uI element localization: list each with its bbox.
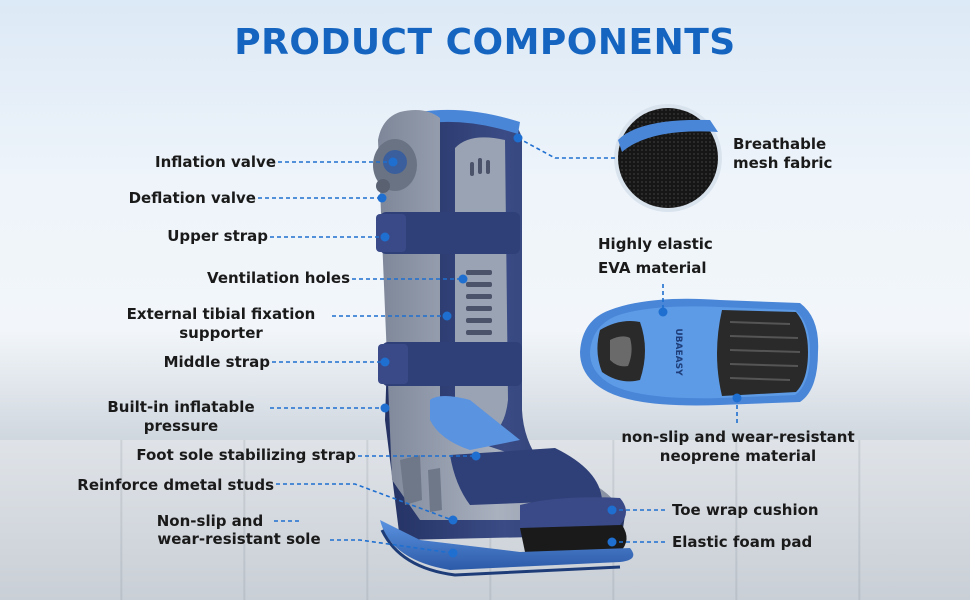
label-mesh-line2: mesh fabric <box>733 154 833 172</box>
foam-pad <box>520 525 627 552</box>
leader-lines <box>258 137 738 554</box>
label-mesh-line1: Breathable <box>733 135 827 153</box>
ventilation-slots <box>466 158 492 335</box>
label-neoprene-line2: neoprene material <box>659 447 817 465</box>
page-title: PRODUCT COMPONENTS <box>234 22 736 63</box>
label-neoprene-line1: non-slip and wear-resistant <box>621 428 855 446</box>
label-upper-strap: Upper strap <box>167 227 268 245</box>
label-middle-strap: Middle strap <box>163 353 270 371</box>
outsole <box>380 520 634 570</box>
label-foam-pad: Elastic foam pad <box>672 533 813 551</box>
middle-strap <box>382 342 522 386</box>
label-inflatable-line1: Built-in inflatable <box>107 398 255 416</box>
label-eva-line2: EVA material <box>598 259 707 277</box>
upper-strap <box>380 212 520 254</box>
deflation-valve-knob <box>376 179 390 193</box>
foot-sole-strap <box>450 448 602 505</box>
label-metal-studs: Reinforce dmetal studs <box>77 476 274 494</box>
label-tibial-line1: External tibial fixation <box>126 305 316 323</box>
label-deflation-valve: Deflation valve <box>128 189 256 207</box>
label-eva-line1: Highly elastic <box>598 235 713 253</box>
toe-cushion <box>520 497 626 528</box>
sole-bottom-view <box>580 298 819 406</box>
anchor-dots <box>377 133 742 558</box>
label-foot-sole-strap: Foot sole stabilizing strap <box>136 446 356 464</box>
label-inflation-valve: Inflation valve <box>154 153 276 171</box>
mesh-fabric-inset <box>614 104 722 212</box>
walker-boot <box>373 109 634 577</box>
label-inflatable-line2: pressure <box>143 417 219 435</box>
label-sole-line1: Non-slip and <box>156 512 264 530</box>
sole-brand-text: UBAEASY <box>673 328 683 376</box>
label-toe-cushion: Toe wrap cushion <box>672 501 819 519</box>
label-ventilation-holes: Ventilation holes <box>207 269 350 287</box>
label-sole-line2: wear-resistant sole <box>157 530 321 548</box>
label-tibial-line2: supporter <box>179 324 263 342</box>
